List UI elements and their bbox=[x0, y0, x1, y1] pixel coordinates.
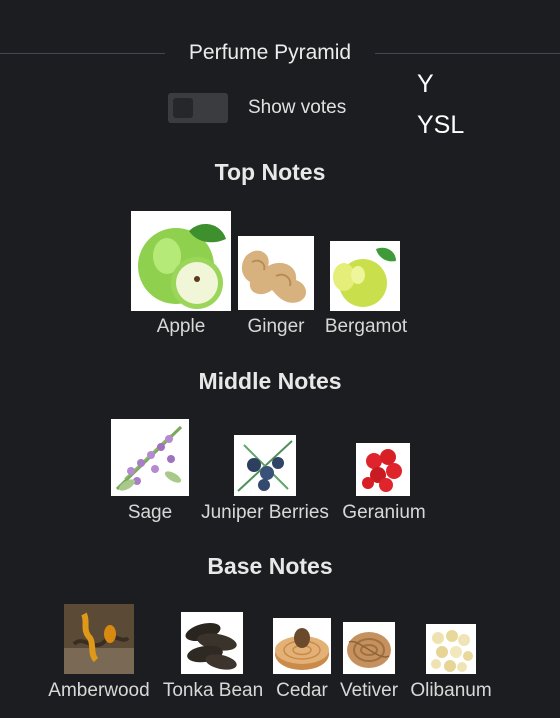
note-label-apple: Apple bbox=[156, 316, 206, 337]
note-label-olibanum: Olibanum bbox=[410, 680, 492, 701]
middle-notes-heading: Middle Notes bbox=[198, 368, 342, 394]
note-label-ginger: Ginger bbox=[247, 316, 305, 337]
juniper-berries-icon[interactable] bbox=[234, 435, 296, 496]
show-votes-toggle[interactable] bbox=[168, 93, 228, 123]
apple-icon[interactable] bbox=[131, 211, 231, 311]
amberwood-icon[interactable] bbox=[64, 604, 134, 674]
tonka-bean-icon[interactable] bbox=[181, 612, 243, 674]
olibanum-icon[interactable] bbox=[426, 624, 476, 674]
geranium-icon[interactable] bbox=[356, 443, 410, 496]
toggle-knob bbox=[173, 98, 193, 118]
bergamot-icon[interactable] bbox=[330, 241, 400, 311]
note-label-amberwood: Amberwood bbox=[48, 680, 150, 701]
page-title: Perfume Pyramid bbox=[165, 36, 375, 70]
base-notes-heading: Base Notes bbox=[207, 553, 333, 579]
note-label-sage: Sage bbox=[127, 502, 173, 523]
note-label-tonka-bean: Tonka Bean bbox=[162, 680, 264, 701]
note-label-juniper-berries: Juniper Berries bbox=[201, 502, 329, 523]
header-rule-left bbox=[0, 53, 165, 54]
top-notes-heading: Top Notes bbox=[214, 159, 326, 185]
show-votes-label: Show votes bbox=[248, 97, 347, 118]
cedar-icon[interactable] bbox=[273, 618, 331, 674]
ginger-icon[interactable] bbox=[238, 236, 314, 310]
note-label-geranium: Geranium bbox=[342, 502, 426, 523]
brand-initial: Y bbox=[417, 70, 434, 98]
note-label-cedar: Cedar bbox=[276, 680, 328, 701]
vetiver-icon[interactable] bbox=[343, 622, 395, 674]
note-label-bergamot: Bergamot bbox=[324, 316, 408, 337]
note-label-vetiver: Vetiver bbox=[339, 680, 399, 701]
sage-icon[interactable] bbox=[111, 419, 189, 496]
brand-name: YSL bbox=[417, 111, 465, 139]
header-rule-right bbox=[375, 53, 560, 54]
